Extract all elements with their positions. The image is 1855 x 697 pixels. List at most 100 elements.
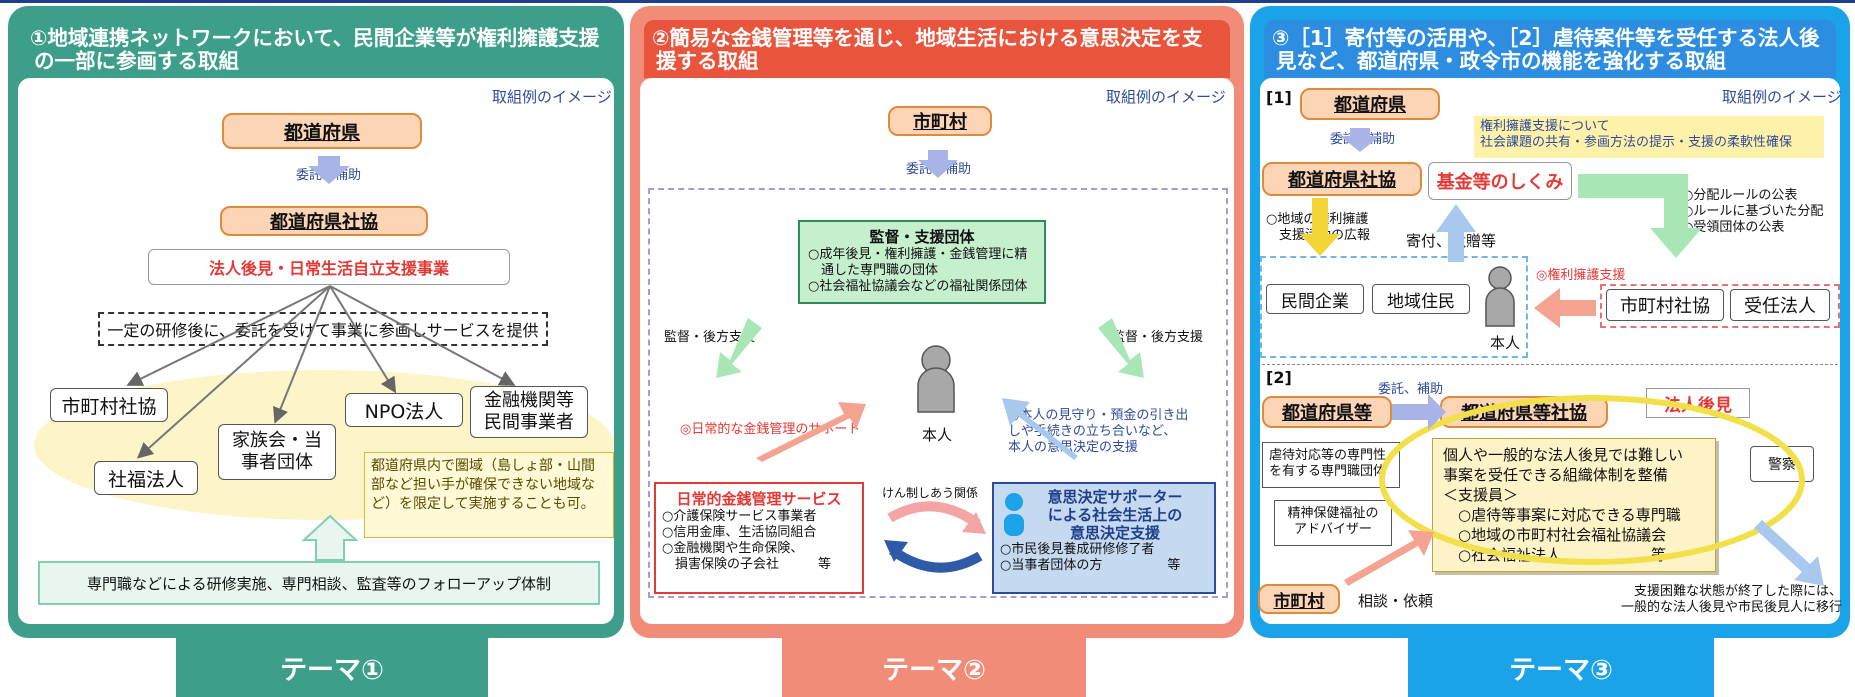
theme3-mental-line: アドバイザー	[1293, 522, 1372, 537]
theme3-consult: 相談・依頼	[1358, 592, 1434, 610]
theme2-support-left: 監督・後方支援	[664, 330, 756, 345]
theme3-sec1-label: [1]	[1266, 88, 1292, 107]
theme2-supervisor-line: 通した専門職の団体	[808, 263, 939, 278]
theme2-support-right: 監督・後方支援	[1112, 330, 1204, 345]
theme3-abuse-line: を有する専門職団体	[1269, 464, 1387, 479]
theme2-person-label: 本人	[922, 426, 953, 444]
theme2-service-box: 日常的金銭管理サービス ○介護保険サービス事業者 ○信用金庫、生活協同組合 ○金…	[654, 482, 864, 594]
theme2-supervisor-line: ○社会福祉協議会などの福祉関係団体	[808, 279, 1028, 294]
theme3-sec2-label: [2]	[1266, 368, 1292, 387]
theme1-title: ①地域連携ネットワークにおいて、民間企業等が権利擁護支援の一部に参画する取組	[22, 20, 610, 78]
theme3-police-label: 警察	[1768, 457, 1796, 473]
theme2-dashed-frame	[648, 188, 1228, 598]
blue-up-arrow-icon	[1436, 204, 1476, 262]
cycle-arrow-top-icon	[887, 501, 981, 529]
theme1-example-label: 取組例のイメージ	[492, 88, 612, 106]
decision-title-line: による社会生活上の	[1047, 506, 1183, 524]
support-arrow-right-icon	[1098, 318, 1144, 378]
theme1-entity-finance: 金融機関等民間事業者	[470, 386, 588, 438]
theme2-watch-text: ◎本人の見守り・預金の引き出 しや手続きの立ち合いなど、 本人の意思決定の支援	[1008, 408, 1188, 456]
theme3-fund-label: 基金等のしくみ	[1436, 172, 1564, 193]
theme1-pref-council: 都道府県社協	[220, 206, 428, 236]
theme1-followup-box: 専門職などによる研修実施、専門相談、監査等のフォローアップ体制	[38, 561, 600, 605]
theme2-watch-line: ◎本人の見守り・預金の引き出	[1008, 408, 1189, 423]
theme1-entity-municipal-council: 市町村社協	[50, 388, 168, 422]
theme3-mental-box: 精神保健福祉の アドバイザー	[1274, 500, 1392, 546]
person-icon	[1485, 266, 1515, 327]
theme3-trustee: 受任法人	[1730, 289, 1830, 321]
down-arrow-icon	[308, 156, 350, 184]
tab-theme2[interactable]: テーマ②	[782, 638, 1086, 697]
tab-theme1[interactable]: テーマ①	[176, 638, 488, 697]
theme2-supervisor-box: 監督・支援団体 ○成年後見・権利擁護・金銭管理に精 通した専門職の団体 ○社会福…	[798, 220, 1046, 304]
theme3-system-line: ○地域の市町村社会福祉協議会	[1443, 526, 1667, 544]
theme3-municipality: 市町村	[1258, 584, 1340, 614]
theme2-service-line: ○信用金庫、生活協同組合	[662, 525, 817, 540]
theme3-rights-support: ◎権利擁護支援	[1536, 268, 1626, 283]
theme3-system-line: ○虐待等事案に対応できる専門職	[1443, 506, 1681, 524]
theme1-followup-text: 専門職などによる研修実施、専門相談、監査等のフォローアップ体制	[87, 574, 551, 593]
theme2-service-line: 損害保険の子会社 等	[662, 557, 832, 572]
theme3-distribution-line: ○ルールに基づいた分配	[1682, 204, 1824, 219]
theme2-decision-title: 意思決定サポーター による社会生活上の 意思決定支援	[1000, 488, 1208, 542]
tab-theme3[interactable]: テーマ③	[1408, 638, 1714, 697]
theme3-muni-council: 市町村社協	[1606, 289, 1724, 321]
right-arrow-icon	[1392, 394, 1446, 430]
theme3-abuse-line: 虐待対応等の専門性	[1269, 448, 1387, 463]
theme3-distribution-line: ○分配ルールの公表	[1682, 188, 1798, 203]
theme3-commission2-label: 委託、補助	[1378, 382, 1444, 397]
person-icon	[917, 345, 955, 413]
theme3-residents-label: 地域住民	[1387, 291, 1455, 312]
down-arrow-icon	[1340, 128, 1380, 152]
consult-arrow-icon	[1344, 530, 1434, 586]
theme1-fan-lines	[126, 285, 516, 459]
entity-label: NPO法人	[364, 400, 444, 423]
decision-title-line: 意思決定サポーター	[1047, 488, 1183, 506]
theme3-distribution-line: ○受領団体の公表	[1682, 220, 1785, 235]
theme1-entity-welfare: 社福法人	[94, 461, 198, 495]
theme2-service-title: 日常的金銭管理サービス	[676, 490, 842, 508]
theme3-distribution: ○分配ルールの公表 ○ルールに基づいた分配 ○受領団体の公表	[1682, 188, 1823, 236]
theme3-dashed-muni	[1600, 284, 1840, 328]
theme1-yellow-note: 都道府県内で圏域（島しょ部・山間部など担い手が確保できない地域など）を限定して実…	[364, 452, 614, 538]
watch-arrow-icon	[1002, 398, 1078, 460]
theme3-muni-council-label: 市町村社協	[1620, 296, 1710, 317]
theme2-service-line: ○介護保険サービス事業者	[662, 509, 817, 524]
green-bent-arrow-icon	[1578, 174, 1702, 258]
theme2-decision-box: 意思決定サポーター による社会生活上の 意思決定支援 ○市民後見養成研修修了者 …	[992, 482, 1216, 594]
theme1-dashed-note-text: 一定の研修後に、委託を受けて事業に参画しサービスを提供	[107, 321, 539, 340]
top-divider	[0, 0, 1855, 3]
theme2-supervisor-line: ○成年後見・権利擁護・金銭管理に精	[808, 247, 1028, 262]
theme3-residents: 地域住民	[1372, 284, 1470, 314]
theme2-service-line: ○金融機関や生命保険、	[662, 541, 804, 556]
theme3-note-line: 社会課題の共有・参画方法の提示・支援の柔軟性確保	[1480, 135, 1793, 150]
theme3-note: 権利擁護支援について 社会課題の共有・参画方法の提示・支援の柔軟性確保	[1474, 116, 1824, 158]
decision-title-line: 意思決定支援	[1069, 524, 1160, 542]
theme3-prefecture-etc: 都道府県等	[1262, 396, 1392, 428]
theme3-system-line: ＜支援員＞	[1443, 486, 1519, 504]
theme3-transition-line: 一般的な法人後見や市民後見人に移行	[1620, 600, 1842, 615]
theme2-supervisor-title: 監督・支援団体	[869, 228, 975, 246]
yellow-down-arrow-icon	[1300, 198, 1340, 256]
theme3-dashed-residents	[1260, 256, 1528, 358]
theme2-mutual-check: けん制しあう関係	[882, 486, 979, 500]
entity-label: 市町村社協	[61, 395, 157, 418]
theme1-entity-family: 家族会・当事者団体	[218, 424, 336, 480]
theme3-pref-council: 都道府県社協	[1262, 162, 1422, 196]
cycle-arrow-bottom-icon	[889, 545, 983, 573]
support-arrow-left-icon	[716, 318, 762, 378]
theme3-trustee-label: 受任法人	[1744, 296, 1816, 317]
theme1-dashed-note: 一定の研修後に、委託を受けて事業に参画しサービスを提供	[98, 312, 548, 346]
theme3-transition-line: 支援困難な状態が終了した際には、	[1633, 584, 1842, 599]
theme2-example-label: 取組例のイメージ	[1106, 88, 1226, 106]
theme2-municipality: 市町村	[888, 106, 992, 136]
theme3-person-label-1: 本人	[1490, 334, 1521, 352]
up-arrow-icon	[301, 514, 359, 561]
theme3-private-company: 民間企業	[1266, 284, 1364, 314]
pink-left-arrow-icon	[1534, 288, 1596, 328]
theme2-decision-line: ○市民後見養成研修修了者	[1000, 542, 1155, 557]
theme3-system-line: 事案を受任できる組織体制を整備	[1443, 466, 1668, 484]
theme3-transition: 支援困難な状態が終了した際には、 一般的な法人後見や市民後見人に移行	[1596, 584, 1842, 616]
supporter-person-icon	[1004, 493, 1024, 536]
